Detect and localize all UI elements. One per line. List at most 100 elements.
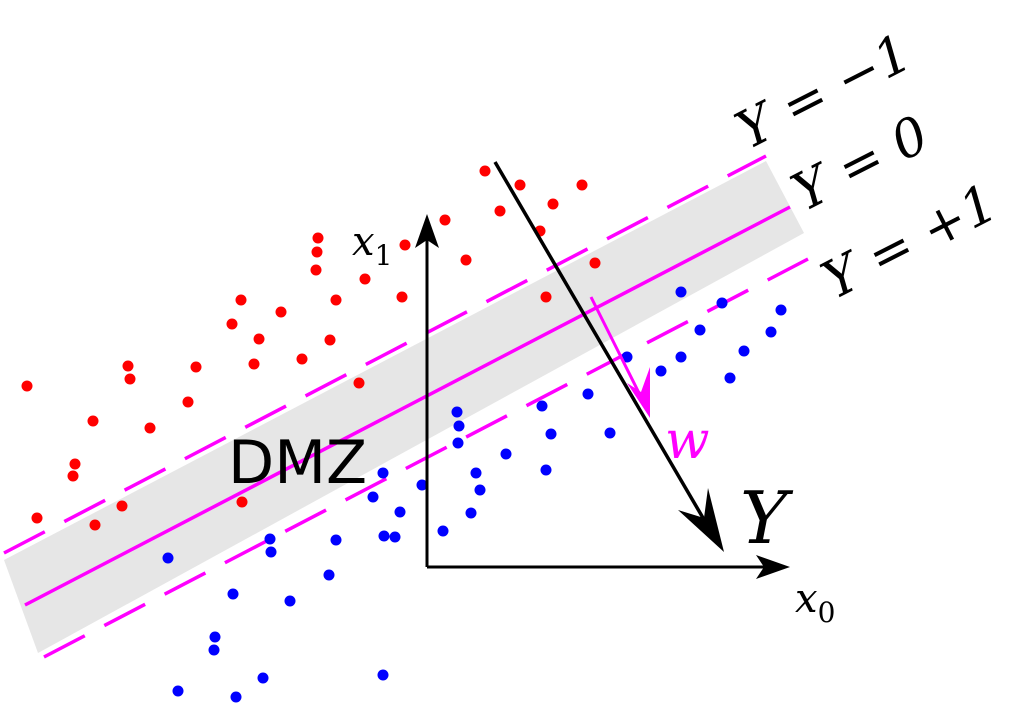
y-arrow [493, 161, 724, 552]
red-data-point [439, 214, 451, 226]
red-data-point [514, 179, 526, 191]
red-data-point [190, 361, 202, 373]
blue-data-point [265, 546, 277, 558]
blue-data-point [655, 365, 667, 377]
red-data-point [67, 470, 79, 482]
blue-data-point [582, 388, 594, 400]
label-w: w [665, 411, 710, 471]
red-data-point [31, 512, 43, 524]
red-data-point [182, 396, 194, 408]
blue-data-point [284, 595, 296, 607]
blue-data-point [675, 351, 687, 363]
coordinate-axes [415, 214, 790, 579]
blue-data-point [172, 685, 184, 697]
blue-data-point [394, 506, 406, 518]
y-arrowhead [678, 488, 724, 552]
blue-data-point [377, 467, 389, 479]
red-data-point [547, 198, 559, 210]
red-data-point [275, 306, 287, 318]
blue-data-point [227, 588, 239, 600]
blue-data-point [452, 437, 464, 449]
red-data-point [330, 294, 342, 306]
red-data-point [21, 380, 33, 392]
blue-data-point [208, 644, 220, 656]
blue-data-point [694, 324, 706, 336]
x0-axis-arrowhead [756, 555, 790, 579]
red-data-point [589, 257, 601, 269]
blue-data-point [323, 569, 335, 581]
class-blue-points [162, 286, 787, 703]
red-data-point [87, 415, 99, 427]
blue-data-point [162, 552, 174, 564]
blue-data-point [540, 464, 552, 476]
red-data-point [253, 333, 265, 345]
red-data-point [460, 254, 472, 266]
label-x1-sub: 1 [375, 239, 393, 272]
blue-data-point [377, 669, 389, 681]
label-x1: x1 [352, 219, 392, 272]
blue-data-point [738, 345, 750, 357]
blue-data-point [765, 326, 777, 338]
red-data-point [122, 360, 134, 372]
blue-data-point [536, 400, 548, 412]
blue-data-point [453, 420, 465, 432]
blue-data-point [474, 484, 486, 496]
blue-data-point [451, 406, 463, 418]
red-data-point [236, 496, 248, 508]
margin-line-neg [3, 154, 767, 555]
red-data-point [359, 273, 371, 285]
red-data-point [248, 358, 260, 370]
blue-data-point [470, 467, 482, 479]
red-data-point [310, 264, 322, 276]
blue-data-point [716, 297, 728, 309]
red-data-point [540, 291, 552, 303]
label-x0-sub: 0 [818, 596, 836, 629]
red-data-point [226, 318, 238, 330]
red-data-point [296, 353, 308, 365]
red-data-point [479, 165, 491, 177]
label-dmz: DMZ [228, 428, 367, 498]
red-data-point [116, 500, 128, 512]
blue-data-point [389, 531, 401, 543]
label-x0: x0 [795, 576, 835, 629]
blue-data-point [257, 672, 269, 684]
blue-data-point [775, 304, 787, 316]
blue-data-point [465, 507, 477, 519]
red-data-point [235, 294, 247, 306]
blue-data-point [545, 428, 557, 440]
red-data-point [311, 246, 323, 258]
blue-data-point [367, 491, 379, 503]
red-data-point [396, 291, 408, 303]
blue-data-point [724, 372, 736, 384]
red-data-point [576, 179, 588, 191]
label-x1-base: x [352, 219, 375, 265]
w-vector [589, 296, 650, 418]
class-red-points [21, 165, 601, 531]
label-x0-base: x [795, 576, 818, 622]
w-arrowhead [627, 367, 650, 418]
blue-data-point [604, 427, 616, 439]
red-data-point [324, 334, 336, 346]
red-data-point [124, 373, 136, 385]
blue-data-point [437, 525, 449, 537]
blue-data-point [264, 533, 276, 545]
label-Y: Y [740, 476, 794, 560]
x1-axis-arrowhead [415, 214, 439, 248]
blue-data-point [416, 479, 428, 491]
blue-data-point [330, 534, 342, 546]
red-data-point [399, 239, 411, 251]
blue-data-point [621, 351, 633, 363]
red-data-point [494, 205, 506, 217]
red-data-point [89, 519, 101, 531]
blue-data-point [500, 448, 512, 460]
blue-data-point [230, 691, 242, 703]
red-data-point [353, 377, 365, 389]
red-data-point [312, 232, 324, 244]
blue-data-point [378, 530, 390, 542]
blue-data-point [209, 631, 221, 643]
red-data-point [144, 422, 156, 434]
decision-boundary-line [24, 205, 791, 607]
red-data-point [69, 458, 81, 470]
blue-data-point [675, 286, 687, 298]
